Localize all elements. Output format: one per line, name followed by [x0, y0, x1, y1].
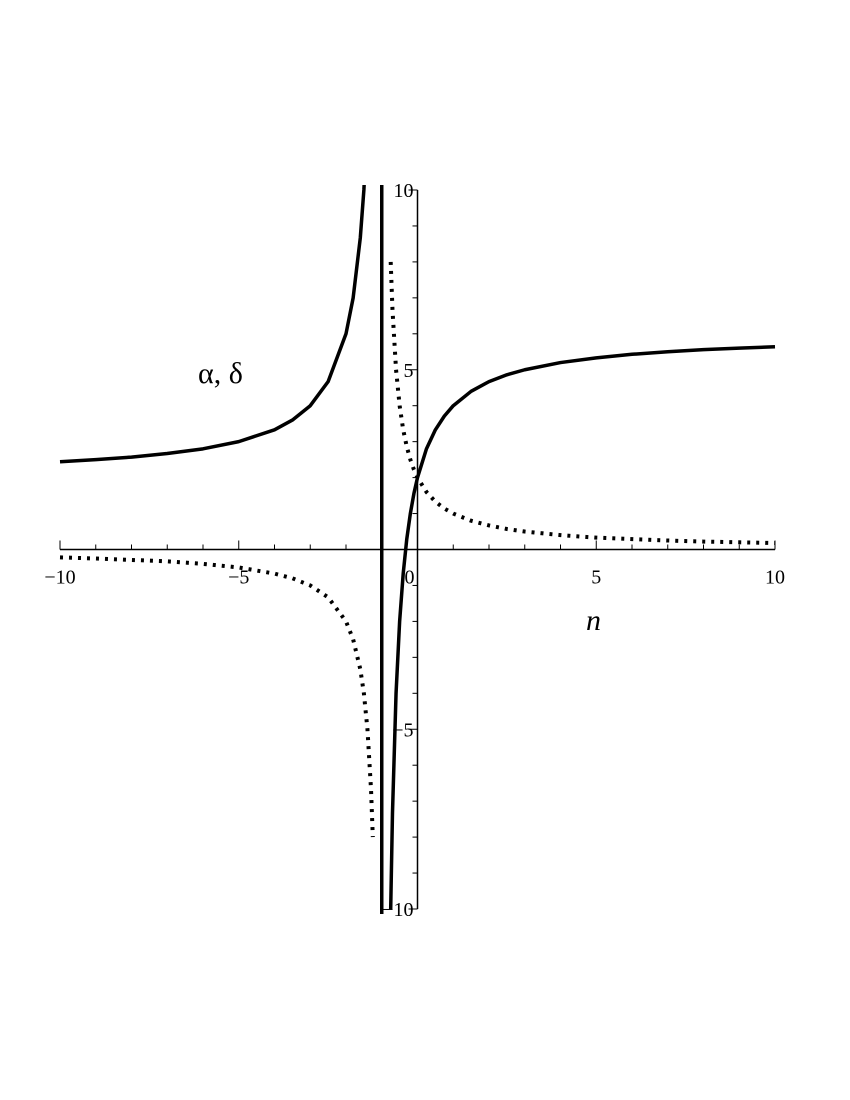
series-2-line-branch-1 — [59, 555, 375, 838]
y-tick-label: 10 — [394, 180, 414, 202]
series-2-line-branch-2 — [388, 261, 776, 546]
x-tick-label: −5 — [228, 567, 249, 589]
x-tick-label: 5 — [591, 567, 601, 589]
x-tick-label: −10 — [44, 567, 75, 589]
x-tick-label: 10 — [765, 567, 785, 589]
tick-labels: −10 −5 0 5 10 −10 −5 5 10 — [44, 180, 785, 921]
x-tick-label: 0 — [405, 567, 415, 589]
x-axis-title: n — [586, 604, 601, 637]
series-group — [59, 185, 776, 914]
y-axis-title: α, δ — [198, 357, 243, 390]
axes — [59, 189, 776, 910]
series-1-line-branch-1 — [59, 185, 366, 464]
y-tick-label: 5 — [404, 360, 414, 382]
series-1-line-branch-2 — [388, 344, 776, 910]
y-tick-label: −5 — [392, 719, 413, 741]
y-tick-label: −10 — [382, 899, 413, 921]
